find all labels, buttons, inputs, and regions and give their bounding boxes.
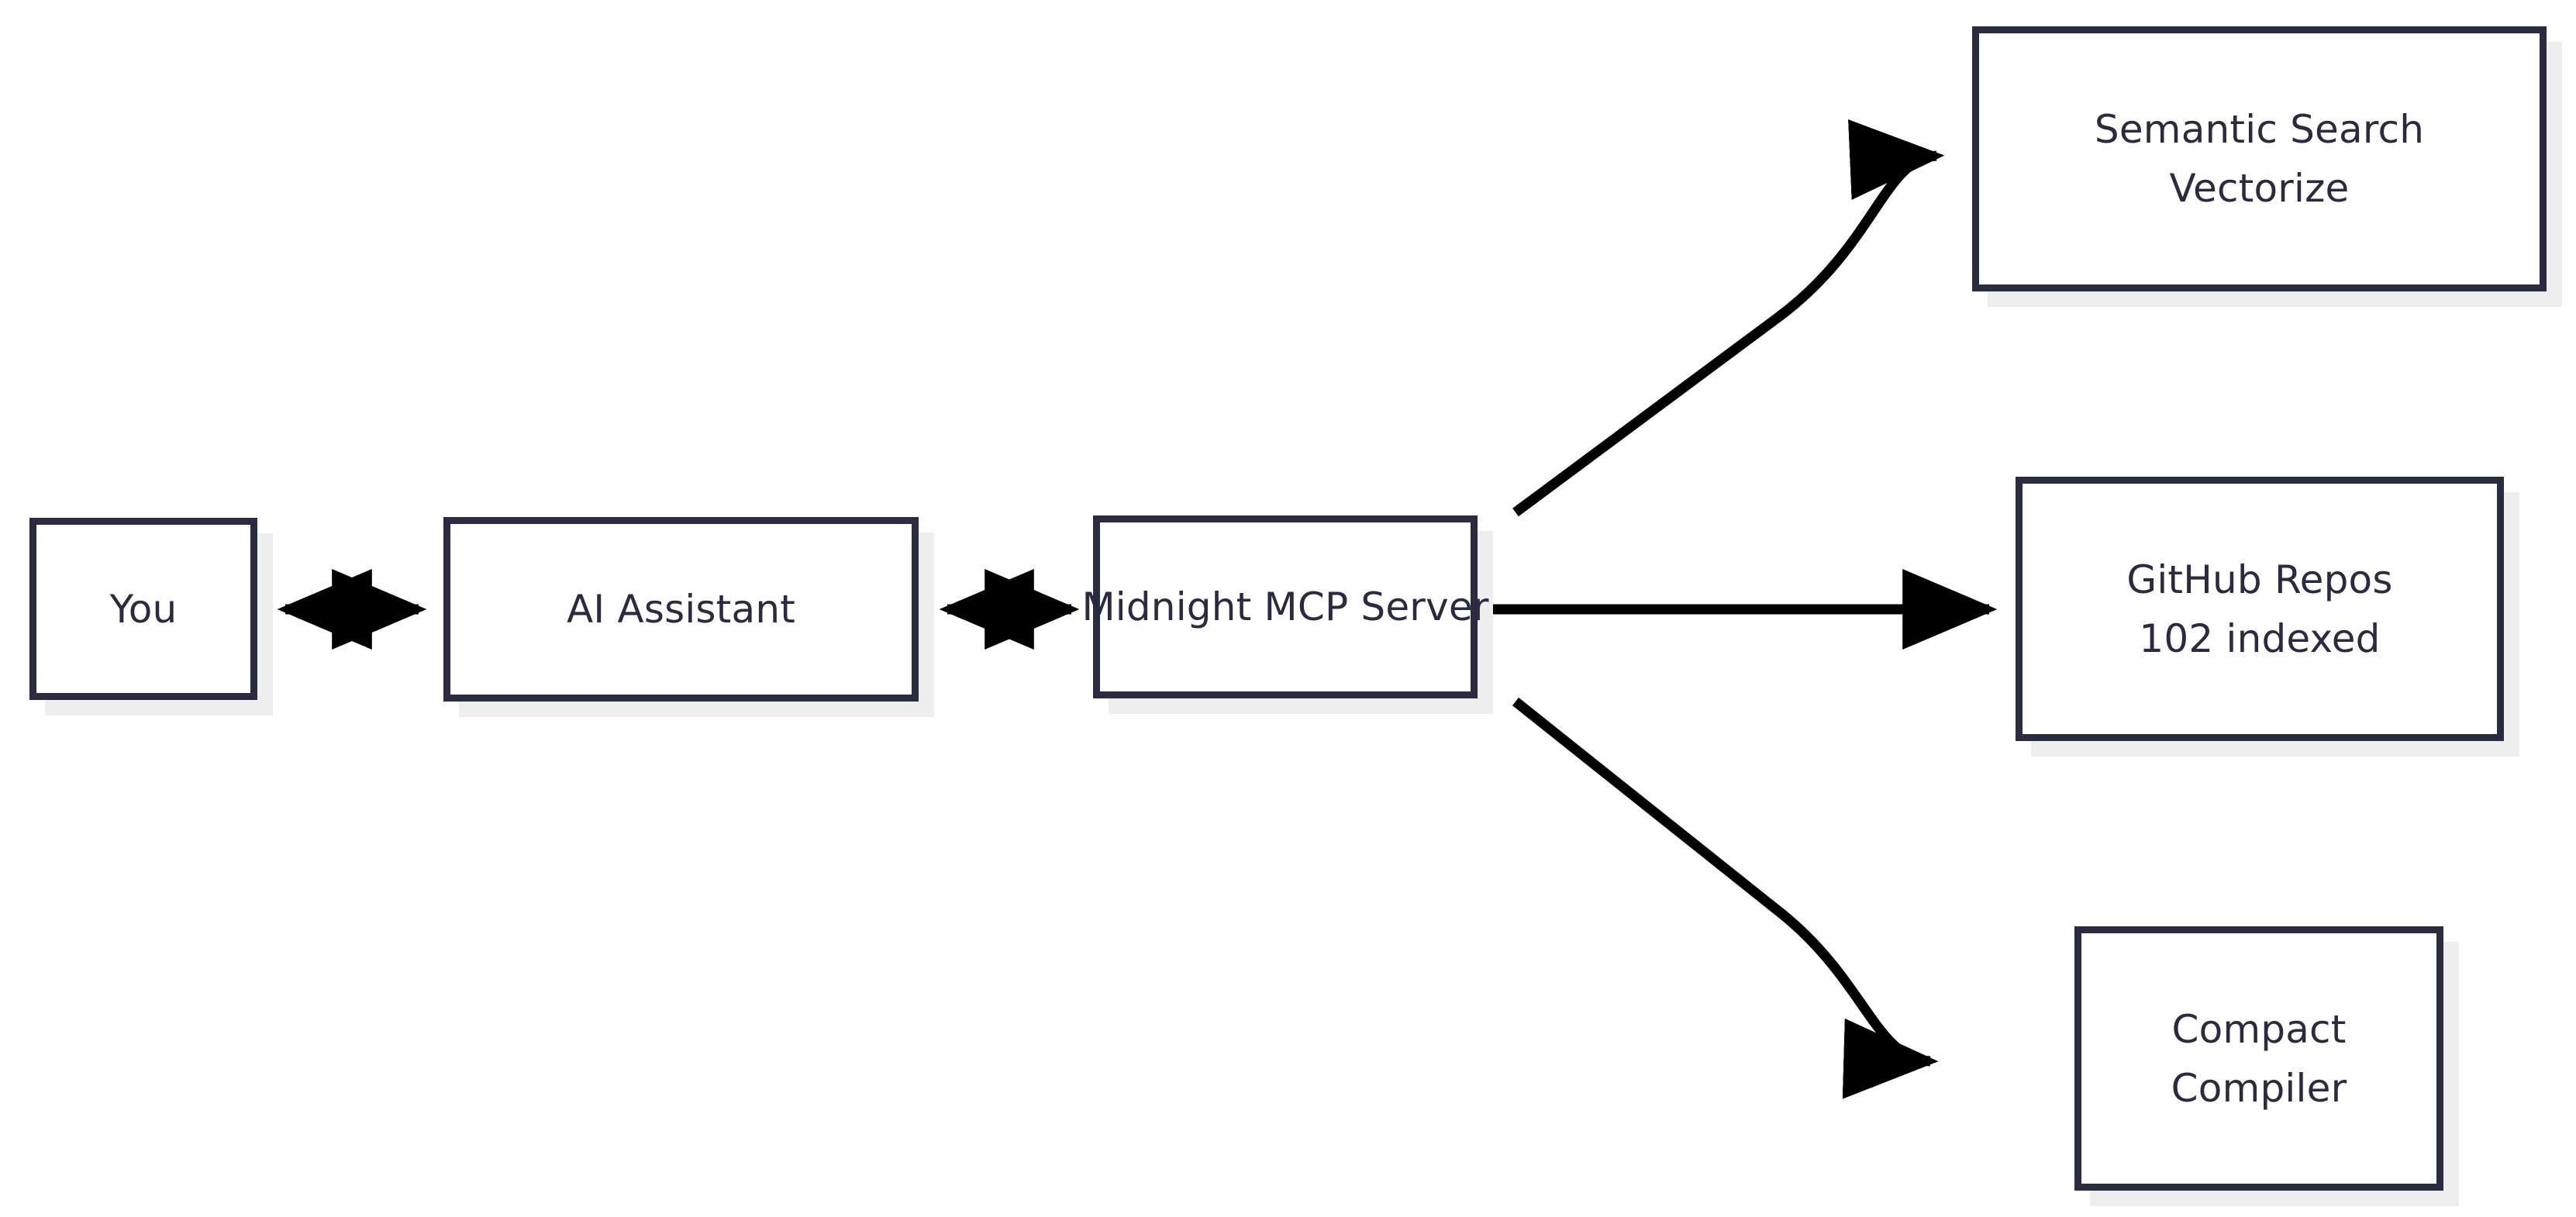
node-compact-compiler-label-0: Compact bbox=[2171, 1006, 2347, 1052]
node-midnight-mcp-server-label-0: Midnight MCP Server bbox=[1081, 584, 1489, 629]
node-github-repos[interactable]: GitHub Repos 102 indexed bbox=[2016, 477, 2504, 741]
edge-mcp-compiler bbox=[1512, 697, 1939, 1099]
node-ai-assistant[interactable]: AI Assistant bbox=[443, 517, 919, 702]
node-github-repos-label-0: GitHub Repos bbox=[2126, 557, 2393, 602]
node-semantic-search-label-0: Semantic Search bbox=[2094, 107, 2425, 152]
node-semantic-search-label-1: Vectorize bbox=[2169, 166, 2350, 211]
node-compact-compiler-label-1: Compiler bbox=[2171, 1065, 2347, 1111]
edge-mcp-semantic bbox=[1512, 119, 1945, 517]
node-ai-assistant-label-0: AI Assistant bbox=[566, 587, 796, 632]
node-compact-compiler[interactable]: Compact Compiler bbox=[2074, 926, 2443, 1191]
node-midnight-mcp-server[interactable]: Midnight MCP Server bbox=[1081, 515, 1488, 698]
node-semantic-search[interactable]: Semantic Search Vectorize bbox=[1972, 26, 2547, 291]
node-github-repos-label-1: 102 indexed bbox=[2139, 615, 2381, 661]
node-you-label-0: You bbox=[109, 586, 178, 632]
node-you[interactable]: You bbox=[29, 518, 257, 700]
